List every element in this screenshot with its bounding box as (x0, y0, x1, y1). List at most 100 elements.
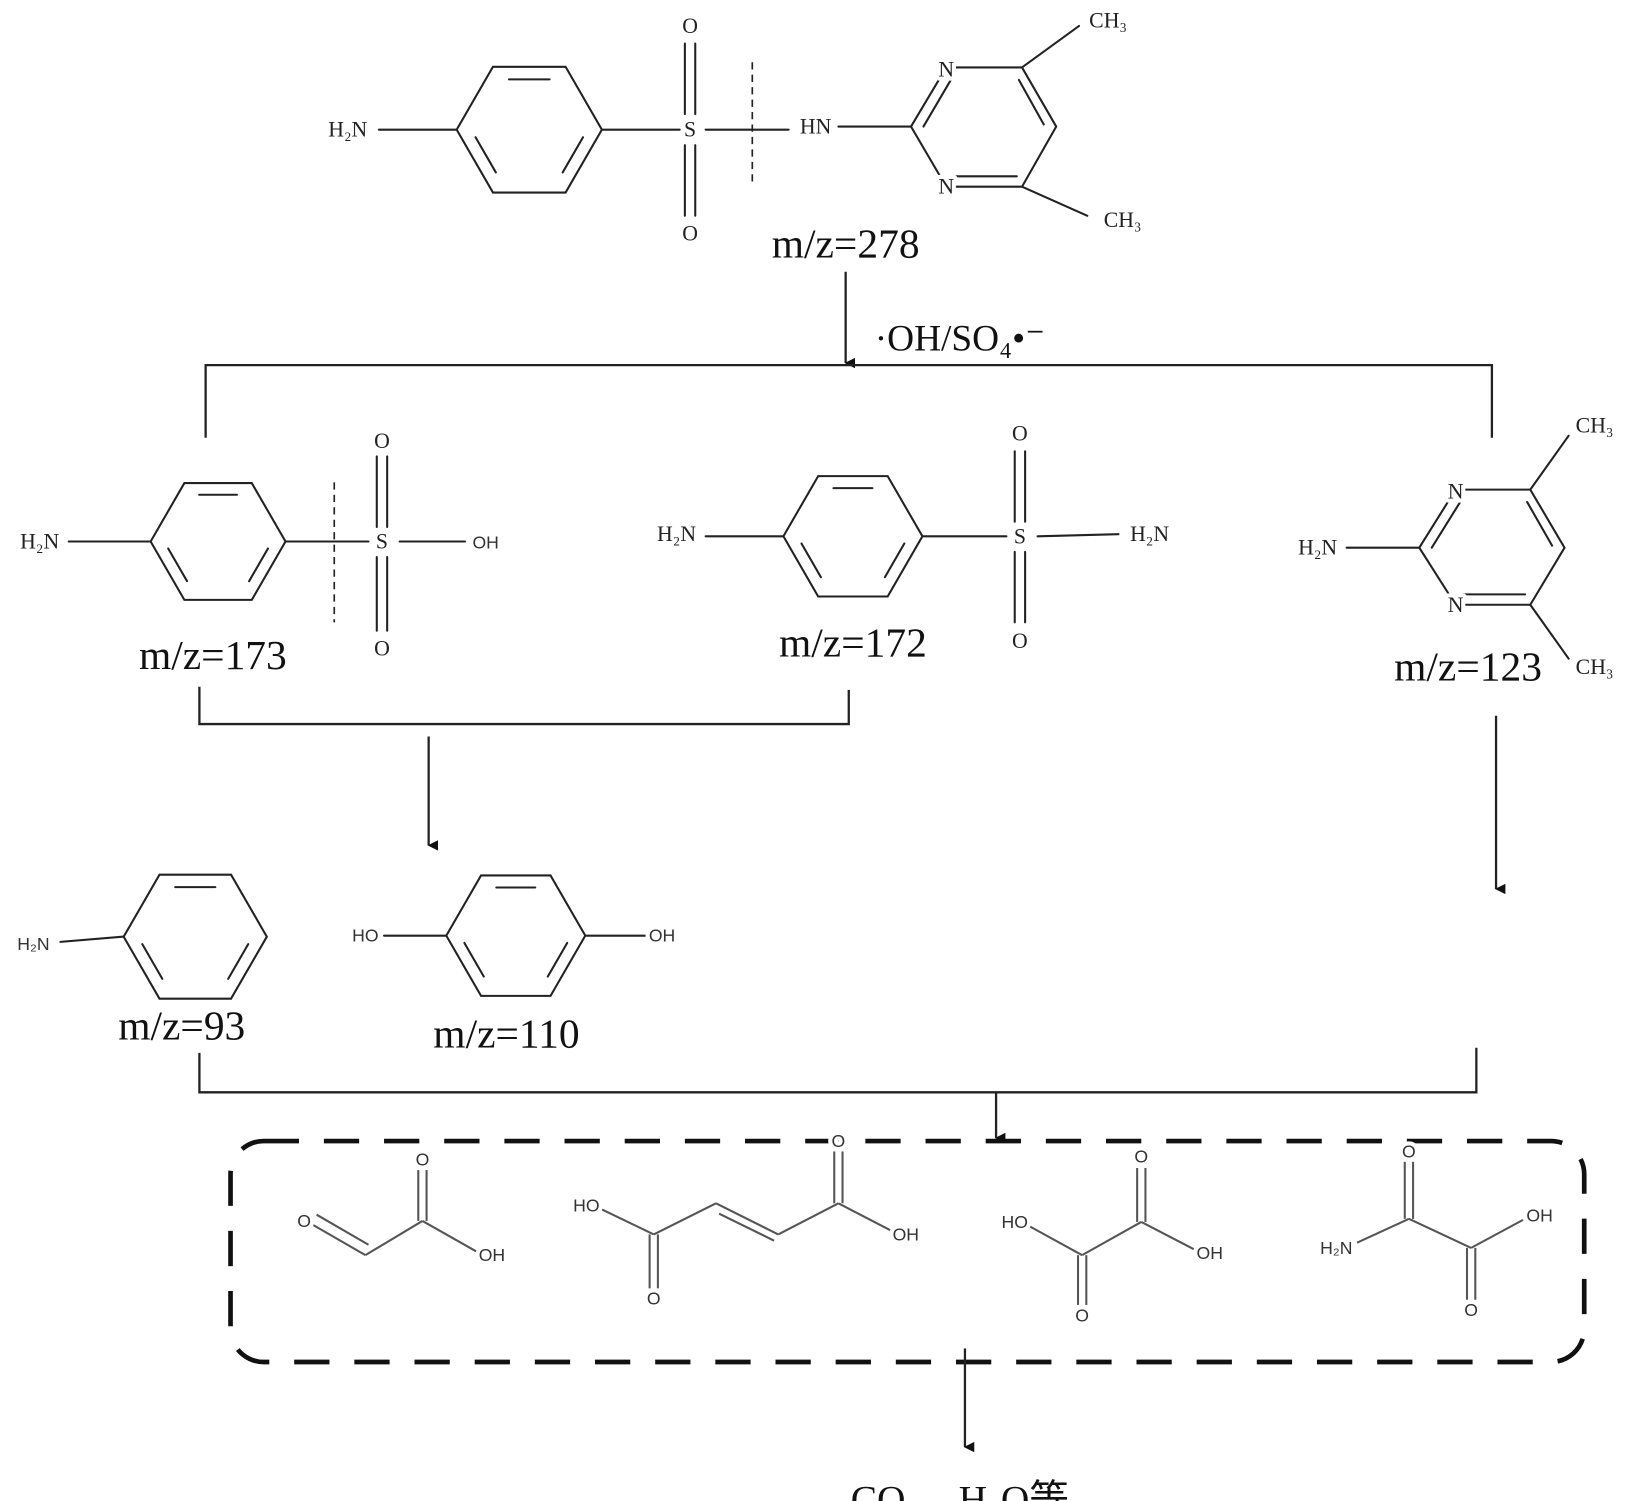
atom-label: HO (1002, 1212, 1028, 1232)
intermediate-sulfanilamide: H₂N S O O H₂N m/z=172 (653, 417, 1174, 666)
fumaric-acid: HO O O OH (569, 1127, 923, 1313)
atom-label: CH₃ (1576, 655, 1614, 679)
mz-label: m/z=172 (779, 620, 927, 666)
atom-label: S (376, 529, 388, 553)
oxalic-acid: HO O O OH (997, 1142, 1227, 1329)
atom-label: OH (893, 1224, 919, 1244)
atom-label: S (1014, 524, 1026, 548)
double-bond (227, 943, 250, 980)
atom-label: H₂N (1130, 522, 1169, 546)
double-bond (546, 941, 569, 978)
intermediate-sulfanilic-acid: H₂N S O O OH m/z=173 (16, 425, 503, 678)
bond (715, 1202, 779, 1236)
atom-label: O (1012, 422, 1028, 446)
small-acids-box (228, 1138, 1587, 1365)
bond (1081, 1221, 1142, 1257)
double-bond (883, 542, 906, 579)
bond (364, 1220, 423, 1257)
bond (1529, 434, 1570, 491)
product-hydroquinone: HO OH m/z=110 (348, 874, 679, 1057)
double-bond (800, 542, 822, 579)
double-bond (1017, 78, 1045, 126)
atom-label: H₂N (328, 118, 367, 142)
bond (1020, 24, 1081, 69)
atom-label: N (938, 175, 954, 199)
atom-label: O (647, 1289, 661, 1309)
oxamic-acid: H₂N O O OH (1316, 1137, 1557, 1324)
parent-compound-sulfamethazine: H₂N S O O HN N N CH₃ CH₃ m/z=278 (324, 5, 1146, 267)
atom-label: N (938, 58, 954, 82)
atom-label: N (1448, 593, 1464, 617)
atom-label: OH (649, 926, 675, 946)
atom-label: S (684, 118, 696, 142)
double-bond (561, 136, 585, 174)
benzene-ring (455, 65, 604, 194)
double-bond (1526, 501, 1554, 547)
bond (310, 1223, 366, 1257)
mz-label: m/z=110 (433, 1011, 579, 1057)
atom-label: HN (800, 115, 832, 139)
bond (653, 1202, 717, 1236)
atom-label: OH (1526, 1206, 1552, 1226)
double-bond (463, 941, 485, 978)
atom-label: OH (479, 1245, 505, 1265)
merge-bracket (198, 686, 850, 726)
atom-label: O (1075, 1305, 1089, 1325)
double-bond (718, 1212, 775, 1242)
atom-label: CH₃ (1089, 9, 1127, 33)
bond (777, 1202, 839, 1236)
bond (316, 1213, 370, 1246)
benzene-ring (782, 475, 924, 598)
double-bond (1430, 499, 1462, 549)
bond (1470, 1218, 1524, 1249)
bond (59, 935, 124, 943)
double-bond (141, 943, 164, 980)
bond (1356, 1217, 1410, 1244)
atom-label: HO (352, 926, 378, 946)
double-bond (474, 136, 497, 174)
atom-label: HO (573, 1195, 599, 1215)
pyrimidine-ring (1418, 488, 1566, 606)
atom-label: O (374, 429, 390, 453)
atom-label: O (416, 1150, 430, 1170)
atom-label: O (682, 14, 698, 38)
mz-label: m/z=123 (1394, 643, 1542, 689)
double-bond (248, 547, 270, 583)
benzene-ring (122, 873, 269, 1000)
reagent-label: ·OH/SO₄•⁻ (875, 319, 1045, 360)
intermediate-aminodimethylpyrimidine: H₂N N N CH₃ CH₃ m/z=123 (1294, 409, 1618, 689)
double-bond (167, 547, 189, 583)
mz-label: m/z=173 (139, 632, 287, 678)
atom-label: H₂N (1298, 536, 1337, 560)
bond (1408, 1217, 1472, 1249)
bond (1020, 185, 1089, 217)
atom-label: O (1012, 629, 1028, 653)
atom-label: OH (1197, 1243, 1223, 1263)
benzene-ring (149, 482, 287, 601)
atom-label: CH₃ (1576, 413, 1614, 437)
branch-bracket (204, 363, 1494, 438)
atom-label: N (1448, 480, 1464, 504)
mz-label: m/z=278 (772, 220, 920, 266)
glyoxylic-acid: O O OH (293, 1146, 509, 1270)
atom-label: O (374, 636, 390, 660)
double-bond (922, 77, 953, 128)
bond (1140, 1221, 1196, 1251)
bond (1036, 533, 1120, 538)
atom-label: O (297, 1211, 311, 1231)
bond (599, 1207, 655, 1236)
atom-label: CH₃ (1104, 208, 1142, 232)
atom-label: O (1464, 1300, 1478, 1320)
atom-label: H₂N (17, 934, 49, 954)
bond (837, 1202, 893, 1233)
atom-label: OH (472, 533, 498, 553)
atom-label: O (832, 1131, 846, 1151)
benzene-ring (445, 874, 587, 997)
product-aniline: H₂N m/z=93 (13, 873, 269, 1048)
atom-label: H₂N (657, 522, 696, 546)
pyrimidine-ring (909, 66, 1058, 188)
atom-label: O (682, 221, 698, 245)
atom-label: O (1134, 1147, 1148, 1167)
mz-label: m/z=93 (118, 1002, 245, 1048)
atom-label: O (1402, 1141, 1416, 1161)
